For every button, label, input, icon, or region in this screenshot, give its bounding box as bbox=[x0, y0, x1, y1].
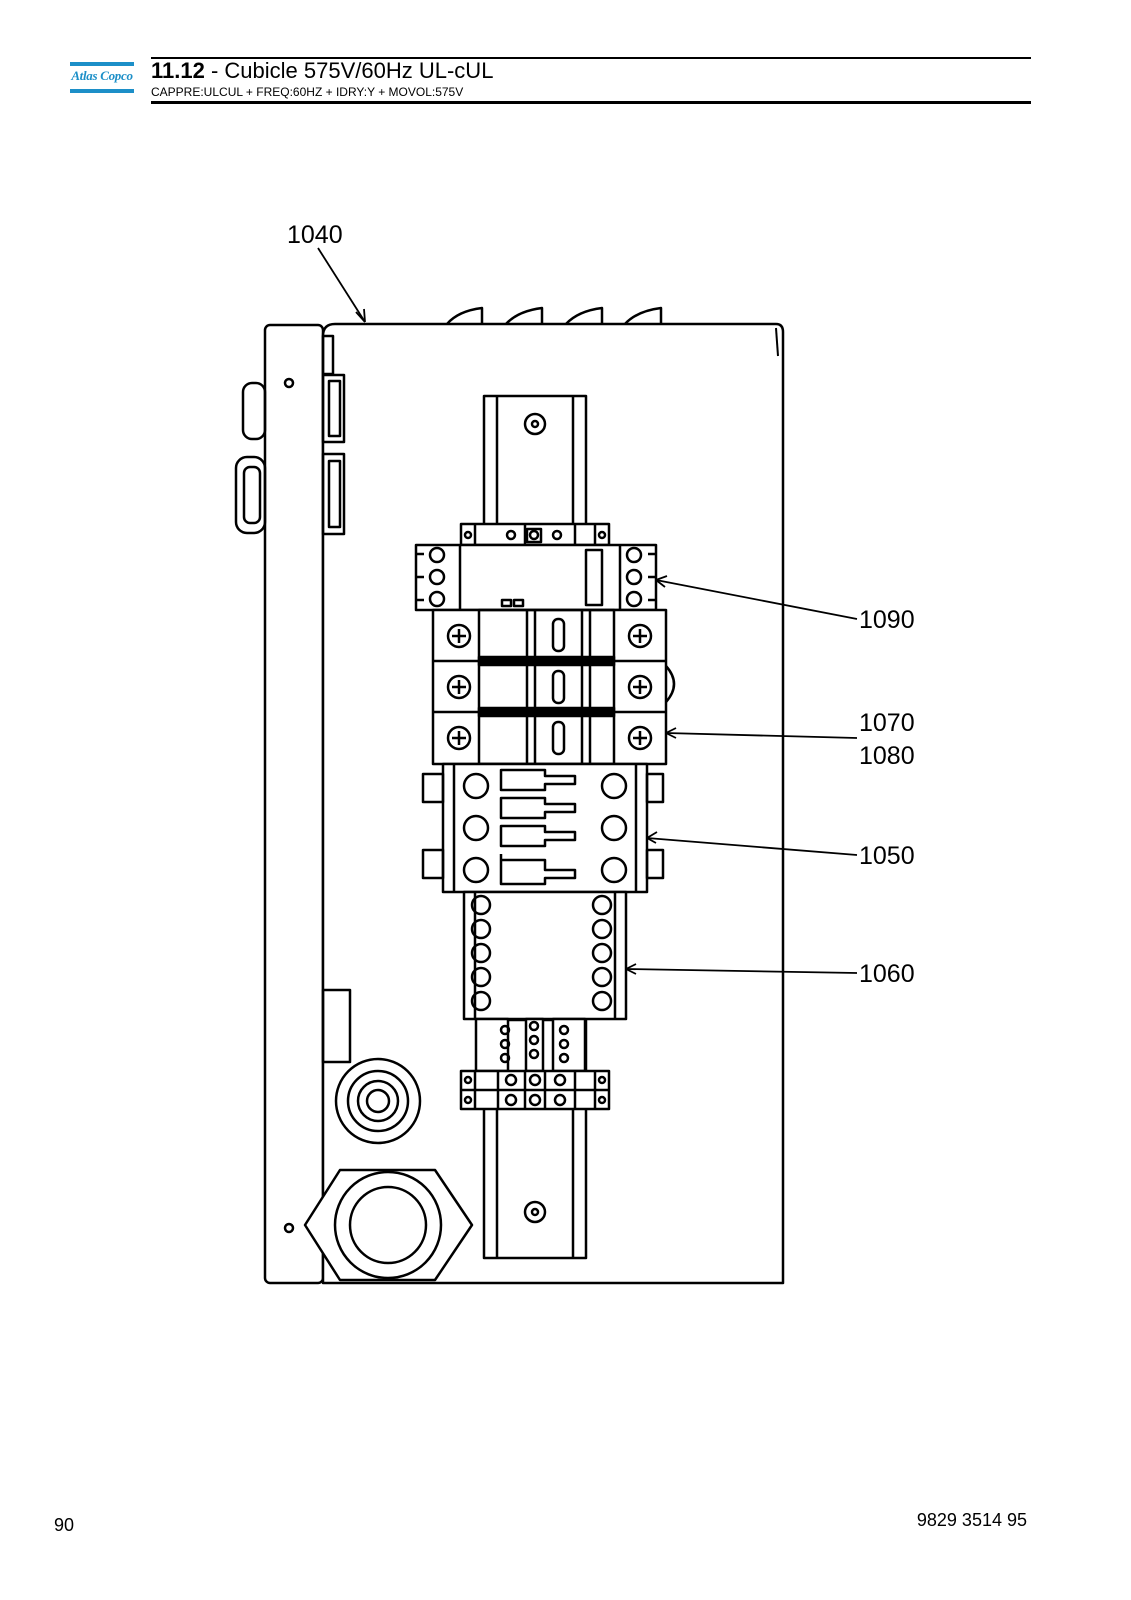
logo-bar-top bbox=[70, 62, 134, 66]
callout-1080: 1080 bbox=[859, 742, 915, 770]
header-rule-bottom bbox=[151, 101, 1031, 104]
device-1050 bbox=[421, 762, 665, 894]
device-1070-1080 bbox=[431, 608, 676, 766]
atlas-copco-logo: Atlas Copco bbox=[70, 62, 134, 94]
page-title: 11.12 - Cubicle 575V/60Hz UL-cUL bbox=[151, 58, 493, 84]
terminal-strip-top bbox=[459, 522, 611, 547]
cable-glands bbox=[303, 1057, 474, 1282]
logo-wordmark: Atlas Copco bbox=[71, 68, 133, 83]
terminal-strip-bottom bbox=[459, 1017, 611, 1111]
callout-1070: 1070 bbox=[859, 709, 915, 737]
header-rule-top bbox=[151, 57, 1031, 59]
page-subtitle: CAPPRE:ULCUL + FREQ:60HZ + IDRY:Y + MOVO… bbox=[151, 85, 464, 99]
title-separator: - bbox=[204, 58, 225, 83]
door-panel bbox=[263, 323, 325, 1285]
callout-labels: 1040 1090 1070 1080 1050 1060 bbox=[287, 221, 915, 988]
document-number: 9829 3514 95 bbox=[916, 1510, 1027, 1530]
din-rail-top bbox=[482, 394, 588, 528]
section-title: Cubicle 575V/60Hz UL-cUL bbox=[224, 58, 494, 83]
callout-1060: 1060 bbox=[859, 960, 915, 988]
section-number: 11.12 bbox=[151, 58, 205, 83]
top-fins bbox=[446, 306, 663, 325]
device-1090 bbox=[414, 543, 658, 612]
callout-1050: 1050 bbox=[859, 842, 915, 870]
hinges bbox=[234, 373, 346, 536]
leader-lines bbox=[317, 247, 858, 975]
device-1060 bbox=[462, 890, 628, 1021]
callout-1090: 1090 bbox=[859, 606, 915, 634]
small-bracket bbox=[321, 988, 352, 1064]
logo-bar-bottom bbox=[70, 89, 134, 93]
callout-1040: 1040 bbox=[287, 221, 343, 249]
page-number: 90 bbox=[54, 1515, 75, 1535]
